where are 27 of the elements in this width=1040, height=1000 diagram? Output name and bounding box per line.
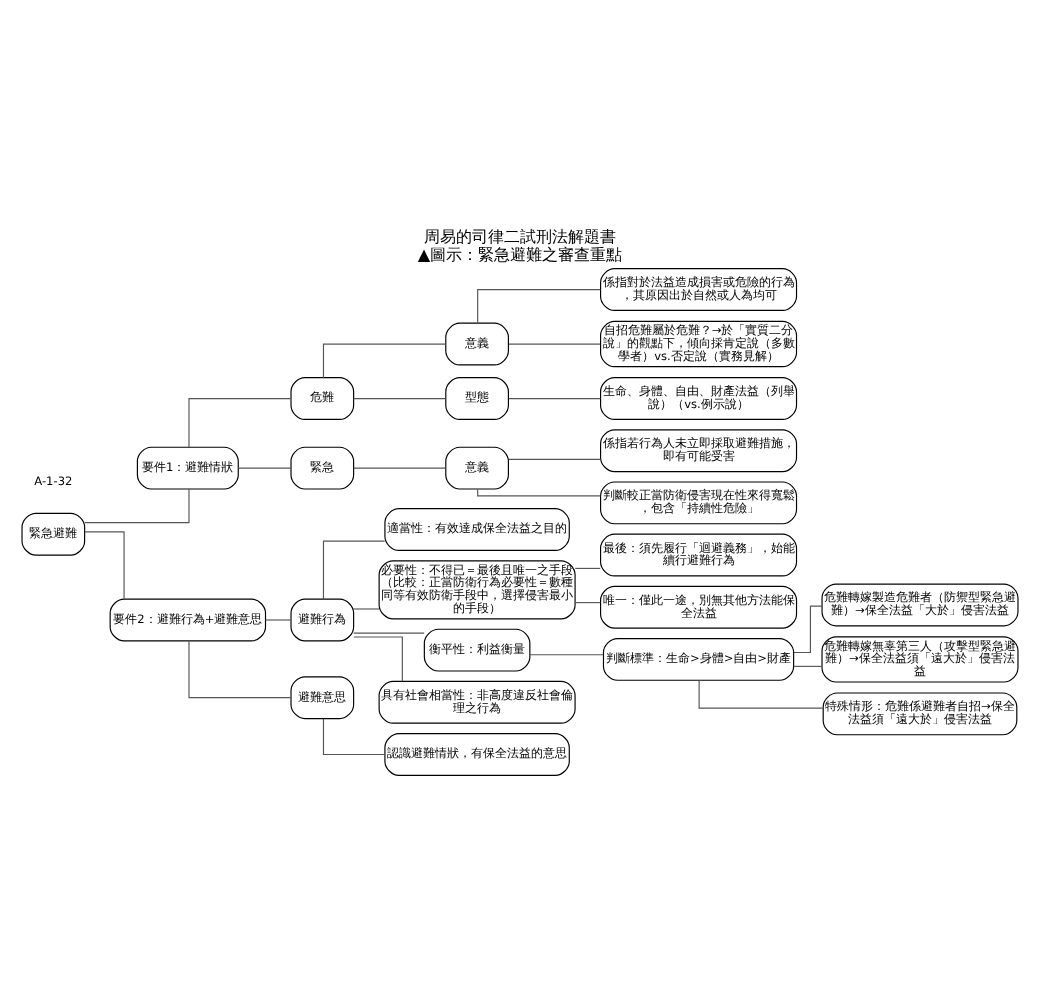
connector <box>188 397 292 448</box>
connector <box>265 619 292 621</box>
connector <box>508 458 601 460</box>
caption: ▲圖示：緊急避難之審查重點 <box>417 243 623 264</box>
connector <box>353 467 446 469</box>
connector <box>188 640 292 699</box>
connector <box>508 343 601 345</box>
connector <box>84 488 190 524</box>
connector <box>793 605 823 654</box>
connector <box>353 636 403 682</box>
connector <box>237 467 292 469</box>
connector <box>477 488 601 497</box>
connector <box>529 654 604 656</box>
diagram-title: 周易的司律二試刑法解題書 <box>424 226 616 247</box>
connector <box>322 540 386 600</box>
connector <box>322 718 386 756</box>
connector <box>574 567 601 569</box>
connector <box>477 289 601 324</box>
connector <box>322 343 447 379</box>
connector <box>353 608 380 610</box>
connector <box>84 531 125 600</box>
connector <box>793 665 823 667</box>
connector <box>698 679 824 709</box>
connector <box>508 397 601 400</box>
connector <box>353 397 446 400</box>
connector <box>574 602 601 604</box>
connector <box>353 632 425 634</box>
